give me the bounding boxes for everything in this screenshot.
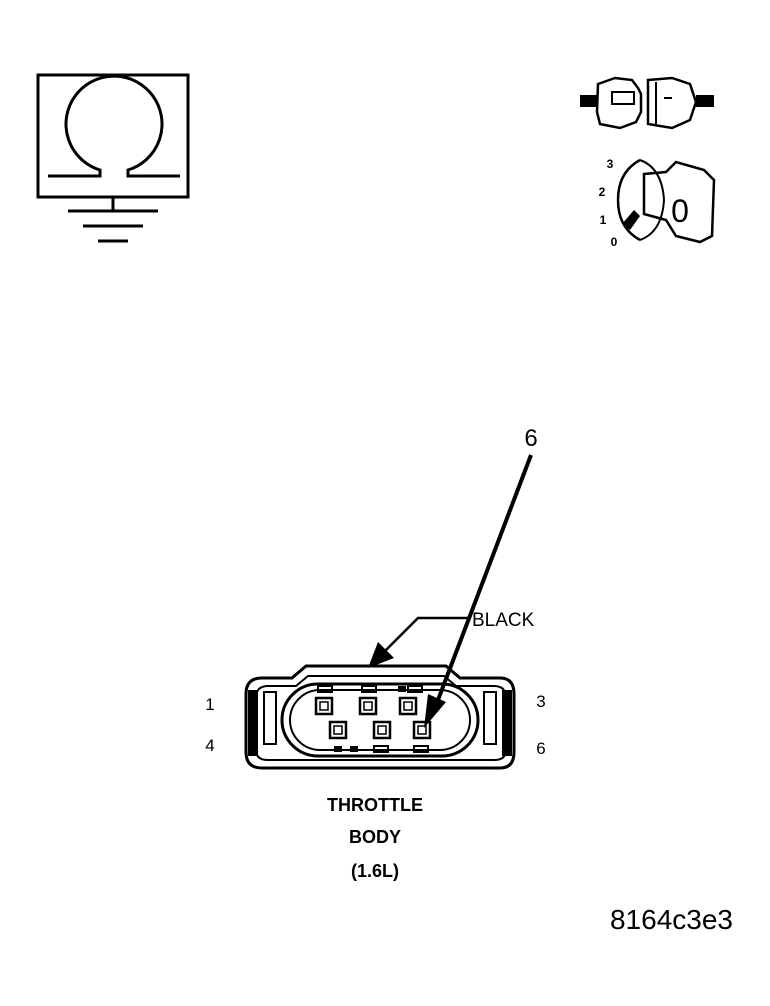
callout-arrow — [424, 454, 533, 728]
pin-label-6: 6 — [536, 739, 545, 758]
pin-label-3: 3 — [536, 692, 545, 711]
color-leader-arrow — [368, 616, 470, 668]
connector-title-line-3: (1.6L) — [351, 861, 399, 881]
ohm-omega-icon — [48, 74, 180, 178]
pin-label-4: 4 — [205, 736, 214, 755]
callout-number: 6 — [524, 425, 537, 452]
pin-2 — [358, 696, 378, 716]
dial-label-1: 1 — [600, 213, 607, 227]
figure-id: 8164c3e3 — [610, 904, 733, 935]
pin-4 — [328, 720, 348, 740]
pin-6 — [412, 720, 432, 740]
key-position-label: 0 — [671, 193, 689, 229]
dial-label-0: 0 — [611, 235, 618, 249]
ground-symbol-icon — [68, 197, 158, 243]
dial-label-3: 3 — [607, 157, 614, 171]
connector-color-label: BLACK — [472, 610, 535, 631]
ohmmeter-icon — [36, 73, 190, 243]
pin-5 — [372, 720, 392, 740]
pin-3 — [398, 696, 418, 716]
connector-title-line-2: BODY — [349, 827, 401, 847]
connector-face — [244, 664, 516, 770]
dial-label-2: 2 — [599, 185, 606, 199]
ignition-key-icon: 0 3 2 1 0 — [599, 157, 716, 249]
connector-disconnected-icon — [580, 76, 714, 130]
pin-label-1: 1 — [205, 695, 214, 714]
connector-title-line-1: THROTTLE — [327, 795, 423, 815]
pin-1 — [314, 696, 334, 716]
